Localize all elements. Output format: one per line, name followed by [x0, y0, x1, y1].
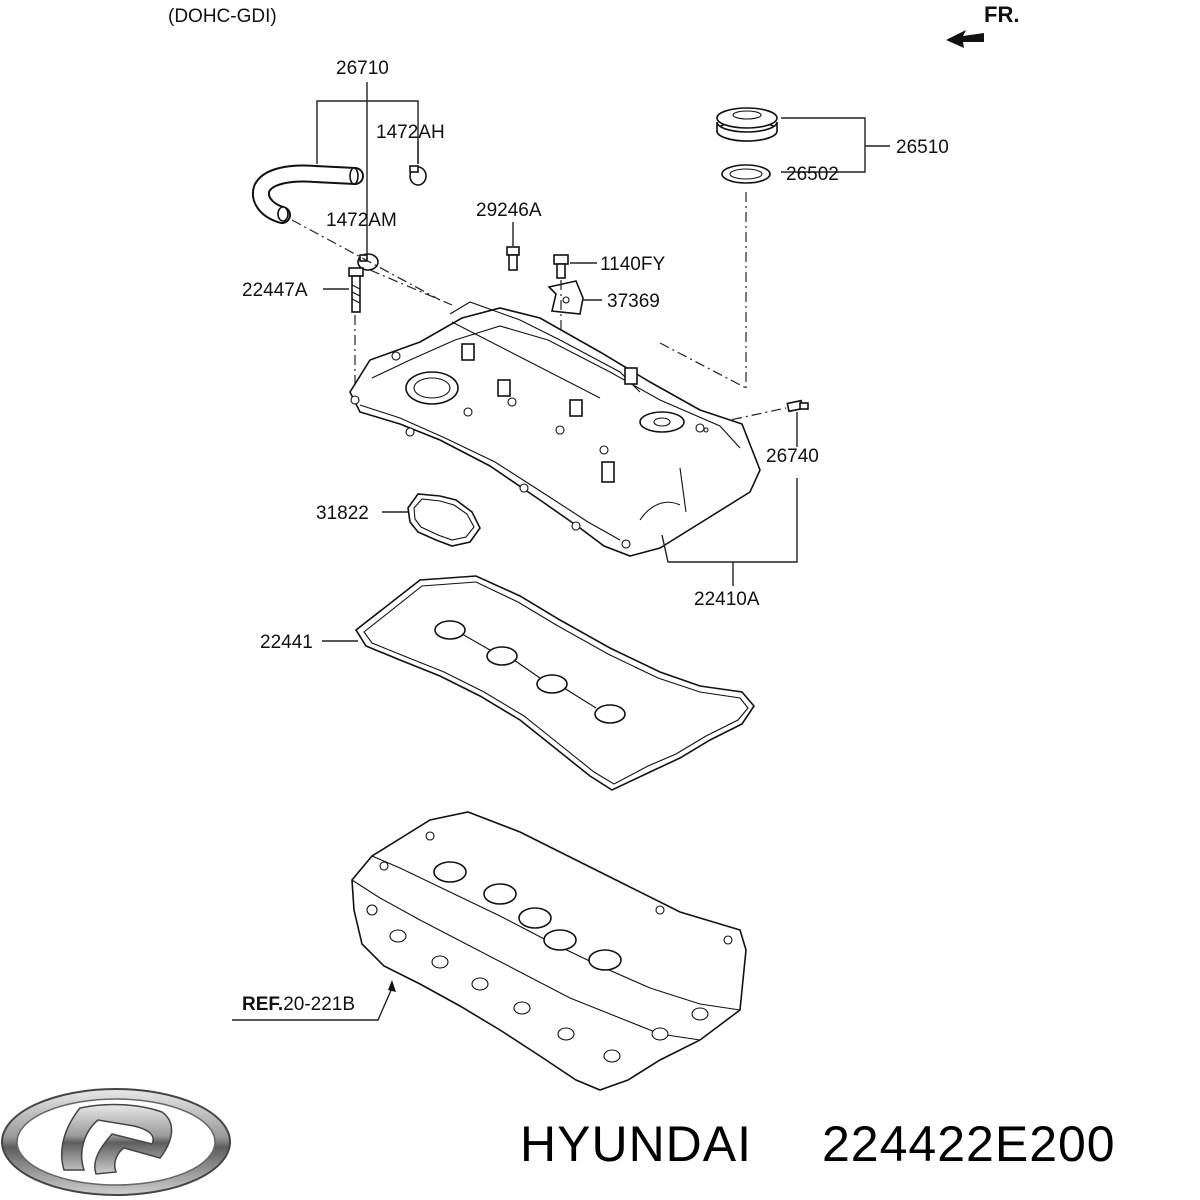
ref-label: REF.20-221B: [242, 994, 355, 1015]
cylinder-head: [351, 811, 747, 1091]
part-number: 224422E200: [822, 1116, 1116, 1172]
bolt-22447A: [348, 267, 364, 313]
label-26740: 26740: [766, 446, 819, 467]
valve-cover: [349, 301, 761, 557]
label-22441: 22441: [260, 632, 313, 653]
label-37369: 37369: [607, 291, 660, 312]
label-29246A: 29246A: [476, 200, 542, 221]
hyundai-logo: [1, 1088, 231, 1196]
label-26510: 26510: [896, 137, 949, 158]
front-direction-label: FR.: [984, 2, 1019, 27]
sensor-26740: [786, 399, 809, 413]
label-26502: 26502: [786, 164, 839, 185]
oil-filler-cap: [716, 107, 778, 142]
plug-29246A: [506, 246, 520, 271]
brand-name: HYUNDAI: [520, 1116, 752, 1172]
label-22410A: 22410A: [694, 589, 760, 610]
engine-variant-label: (DOHC-GDI): [168, 6, 277, 27]
label-26710: 26710: [336, 58, 389, 79]
label-22447A: 22447A: [242, 280, 308, 301]
front-arrow-icon: [946, 30, 984, 48]
gasket-31822: [407, 493, 481, 547]
ref-code: 20-221B: [283, 994, 355, 1015]
oil-cap-seal: [721, 164, 771, 184]
bolt-1140FY: [553, 254, 569, 279]
breather-hose: [252, 164, 364, 224]
bracket-37369: [547, 280, 584, 315]
label-1472AH: 1472AH: [376, 122, 445, 143]
ref-prefix: REF.: [242, 994, 283, 1015]
label-1472AM: 1472AM: [326, 210, 397, 231]
label-1140FY: 1140FY: [600, 254, 665, 275]
gasket-22441: [354, 575, 756, 791]
hose-clamp-upper: [409, 165, 427, 186]
label-31822: 31822: [316, 503, 369, 524]
